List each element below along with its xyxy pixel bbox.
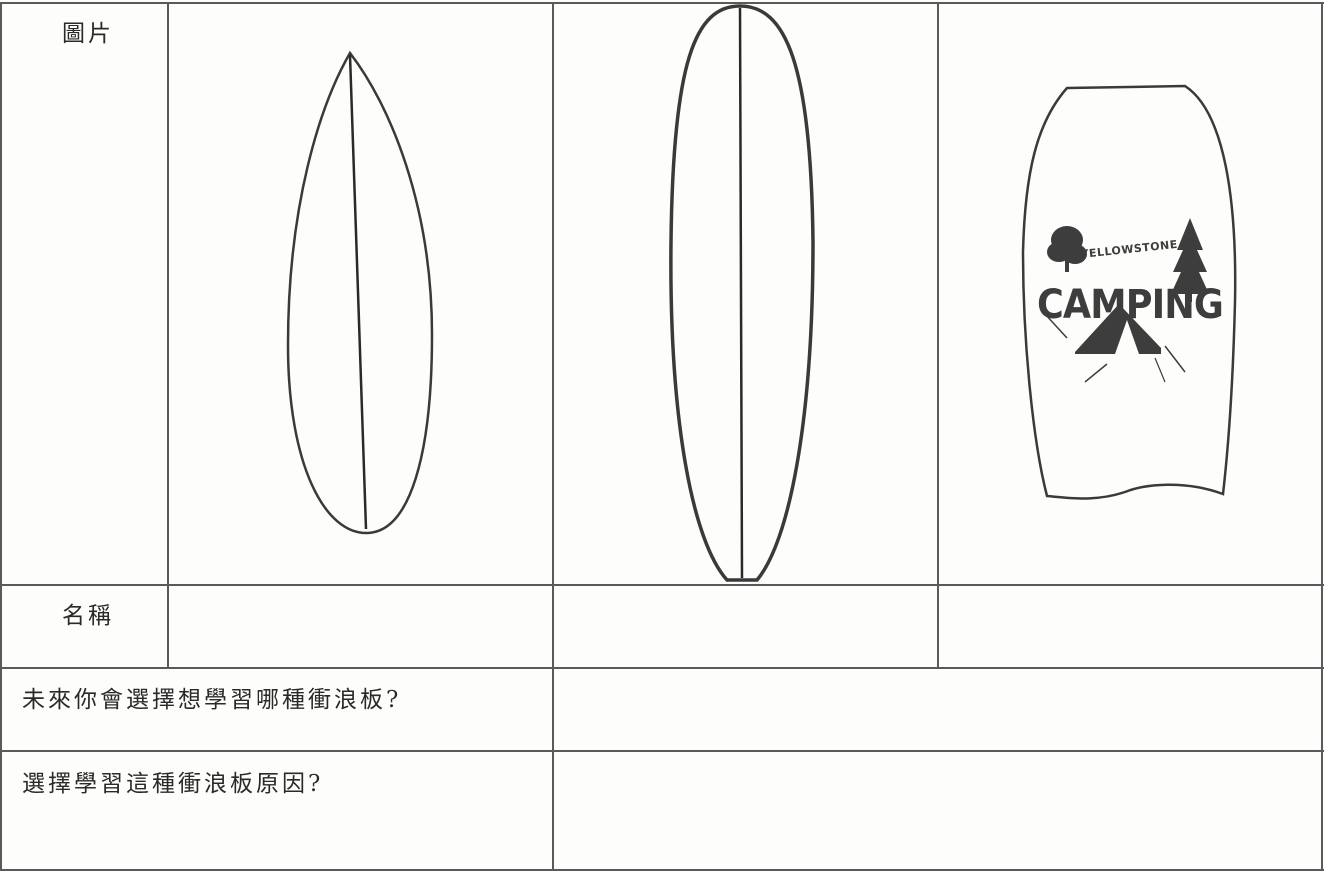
- name-cell-bodyboard[interactable]: [940, 587, 1319, 665]
- table-left-border: [0, 2, 2, 870]
- table-right-border: [1321, 2, 1323, 870]
- name-cell-longboard[interactable]: [555, 587, 935, 665]
- table-col-divider-2: [552, 2, 554, 870]
- tree-icon: [1047, 226, 1087, 272]
- table-row-divider-3: [0, 750, 1324, 752]
- bodyboard-print-small-text: YELLOWSTONE: [1079, 238, 1178, 261]
- longboard-drawing: [669, 4, 815, 582]
- name-cell-shortboard[interactable]: [170, 587, 550, 665]
- question-future-choice: 未來你會選擇想學習哪種衝浪板?: [22, 687, 402, 713]
- name-row-label: 名稱: [62, 603, 114, 629]
- table-col-divider-3: [937, 2, 939, 668]
- picture-row-label: 圖片: [62, 21, 114, 47]
- table-row-divider-1: [0, 584, 1324, 586]
- table-bottom-border: [0, 869, 1324, 871]
- table-row-divider-2: [0, 667, 1324, 669]
- answer-future-choice-cell[interactable]: [555, 670, 1319, 748]
- pine-tree-icon: [1171, 218, 1209, 302]
- shortboard-drawing: [286, 50, 434, 535]
- table-top-border: [0, 2, 1324, 4]
- bodyboard-drawing: YELLOWSTONE CAMPING: [1021, 84, 1237, 500]
- table-col-divider-1: [167, 2, 169, 668]
- question-reason: 選擇學習這種衝浪板原因?: [22, 771, 324, 797]
- answer-reason-cell[interactable]: [555, 753, 1319, 867]
- tent-icon: [1044, 304, 1186, 383]
